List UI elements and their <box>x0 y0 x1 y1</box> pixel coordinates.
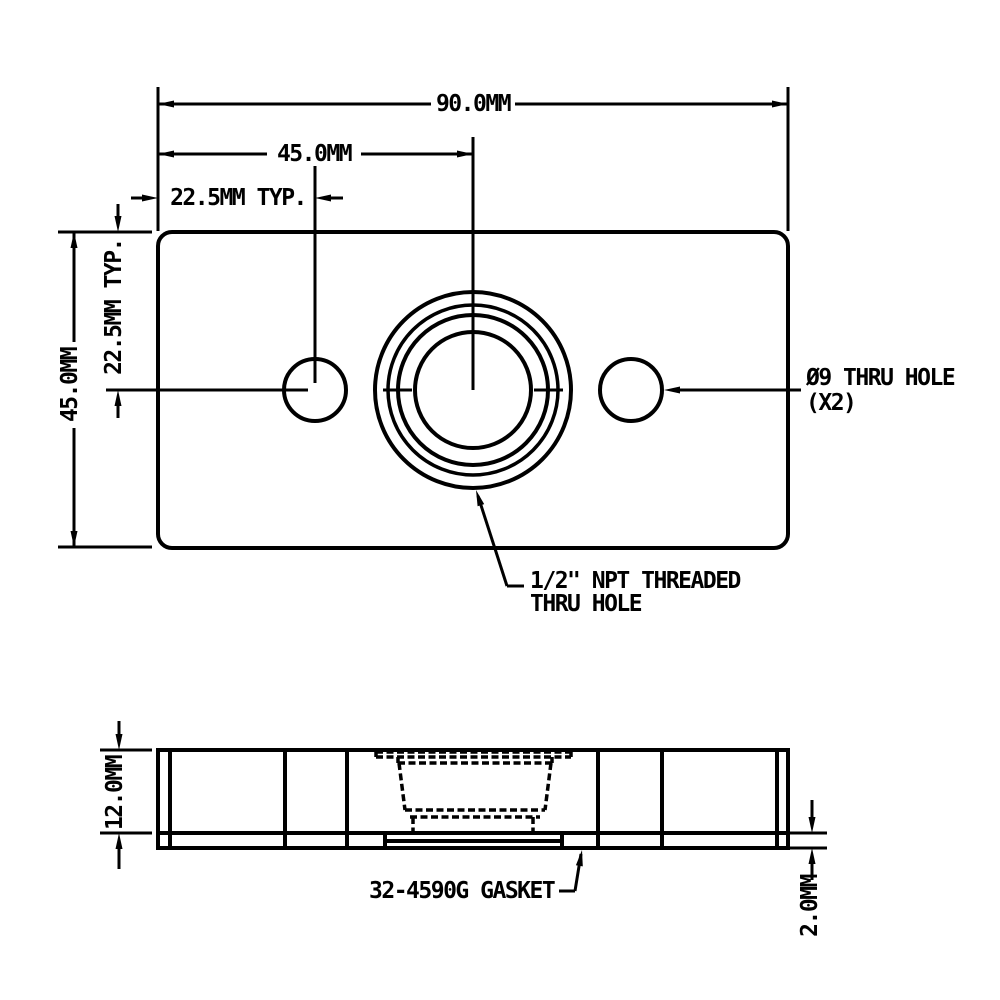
leader-arrowhead <box>664 386 680 394</box>
arrowhead-down-pointing <box>808 817 816 833</box>
arrowhead-up-pointing <box>808 848 816 864</box>
arrowhead-down-pointing <box>115 734 123 750</box>
arrowhead-up-pointing <box>114 390 122 406</box>
dim-plate-thickness: 12.0MM <box>100 721 152 869</box>
npt-hidden-profile <box>374 750 573 833</box>
arrowhead-left-pointing <box>315 194 331 202</box>
arrowhead-right-pointing <box>142 194 158 202</box>
top-view: 90.0MM 45.0MM 22.5MM TYP. 45.0MM <box>57 87 956 617</box>
dim-overall-width-label: 90.0MM <box>436 91 511 117</box>
arrowhead-down <box>70 531 78 547</box>
taper-left <box>397 762 407 811</box>
arrowhead-right <box>772 100 788 108</box>
side-hole-edges <box>283 748 664 850</box>
arrowhead-right <box>457 150 473 158</box>
right-thru-hole <box>598 357 664 423</box>
npt-note-line2: THRU HOLE <box>530 591 642 617</box>
dim-center-offset-label: 45.0MM <box>277 141 352 167</box>
leader-thru-hole: Ø9 THRU HOLE (X2) <box>664 365 956 416</box>
npt-note-line1: 1/2" NPT THREADED <box>530 568 741 594</box>
leader-gasket: 32-4590G GASKET <box>369 850 583 904</box>
leader-line <box>476 495 509 587</box>
dim-overall-height-label: 45.0MM <box>57 347 83 422</box>
dim-hole-offset-horizontal-label: 22.5MM TYP. <box>170 185 306 211</box>
dim-center-offset: 45.0MM <box>158 141 473 167</box>
leader-arrowhead <box>575 850 583 867</box>
dim-overall-width: 90.0MM <box>158 91 788 117</box>
gasket-note-label: 32-4590G GASKET <box>369 878 555 904</box>
centerlines <box>106 137 563 392</box>
arrowhead-left <box>158 150 174 158</box>
side-view: 12.0MM 2.0MM 32-4590G GASKET <box>100 721 827 937</box>
thru-hole-note-line2: (X2) <box>806 390 855 416</box>
arrowhead-up <box>70 232 78 248</box>
dim-hole-offset-vertical: 22.5MM TYP. <box>101 204 127 418</box>
arrowhead-up-pointing <box>115 833 123 849</box>
thru-hole-note-line1: Ø9 THRU HOLE <box>805 365 955 391</box>
arrowhead-down-pointing <box>114 216 122 232</box>
dim-gasket-thickness-label: 2.0MM <box>797 874 823 936</box>
dim-gasket-thickness: 2.0MM <box>788 800 827 937</box>
arrowhead-left <box>158 100 174 108</box>
leader-npt: 1/2" NPT THREADED THRU HOLE <box>476 490 742 617</box>
taper-right <box>543 762 553 811</box>
dim-hole-offset-vertical-label: 22.5MM TYP. <box>101 239 127 375</box>
dim-hole-offset-horizontal: 22.5MM TYP. <box>131 185 343 211</box>
dim-overall-height: 45.0MM <box>57 232 83 547</box>
dim-plate-thickness-label: 12.0MM <box>102 755 128 830</box>
leader-arrowhead <box>476 490 485 507</box>
gasket-center-recess <box>383 831 564 850</box>
